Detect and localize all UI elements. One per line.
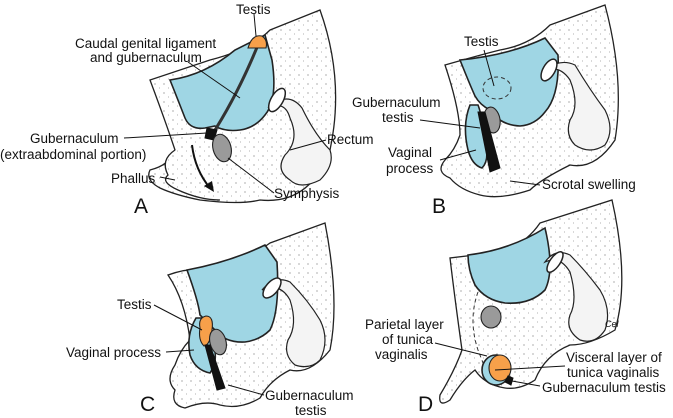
panel-d-artist-signature: Cel (605, 319, 619, 329)
panel-c-leader-gubernaculum (227, 384, 265, 396)
panel-d-rectum (543, 252, 609, 342)
panel-b-leader-scrotal (509, 180, 541, 186)
panel-a-phallus (164, 149, 221, 201)
panel-b-rectum (544, 61, 611, 151)
panel-c-label-gubernaculum-line1: Gubernaculum (265, 388, 354, 403)
panel-d-label-parietal-line2: of tunica (382, 332, 434, 347)
panel-d-rectum-opening (546, 251, 564, 273)
panel-c-symphysis (209, 328, 227, 356)
panel-c-label-vaginal-process: Vaginal process (66, 345, 162, 360)
panel-b-label-vaginal-line1: Vaginal (388, 145, 433, 160)
panel-a-symphysis (212, 133, 232, 163)
panel-d-label-gubernaculum: Gubernaculum testis (542, 380, 666, 395)
panel-d-label-parietal-line1: Parietal layer (365, 317, 444, 332)
panel-a-drawing (123, 9, 337, 204)
panel-b-label-gubernaculum-line1: Gubernaculum (352, 95, 441, 110)
panel-c-label-testis: Testis (117, 297, 152, 312)
panel-a-label-gubernaculum-line2: (extraabdominal portion) (0, 147, 147, 162)
panel-c-leader-vaginal (165, 349, 195, 353)
panel-a-label-caudal-line1: Caudal genital ligament (75, 36, 217, 51)
panel-a-leader-symphysis (227, 157, 275, 194)
panel-b-label-vaginal-line2: process (386, 161, 434, 176)
panel-d-leader-visceral (494, 365, 566, 371)
panel-c-gubernaculum (204, 344, 226, 391)
panel-d-dashed-path (472, 291, 487, 373)
panel-a-arrowhead (204, 181, 214, 192)
panel-c-letter: C (140, 393, 156, 416)
panel-a-label-rectum: Rectum (327, 132, 374, 147)
panel-a-leader-rectum (289, 139, 327, 151)
panel-a-leader-phallus (159, 176, 176, 181)
panel-c-drawing (153, 222, 335, 409)
panel-a-rectum-opening (267, 87, 287, 113)
panel-d-symphysis (480, 305, 502, 329)
panel-a-leader-gubernaculum (123, 132, 208, 139)
panel-b-label-scrotal-swelling: Scrotal swelling (542, 177, 636, 192)
panel-b-leader-vaginal (439, 149, 477, 161)
panel-a-label-gubernaculum-line1: Gubernaculum (30, 131, 119, 146)
panel-d-drawing (434, 199, 623, 404)
panel-d-leader-gubernaculum (511, 380, 541, 387)
panel-d-peritoneal-cavity (467, 226, 551, 305)
panel-b-letter: B (432, 195, 447, 218)
panel-d-label-parietal-line3: vaginalis (375, 347, 428, 362)
panel-c-rectum-opening (262, 277, 282, 299)
panel-a-letter: A (134, 195, 149, 218)
panel-b-gubernaculum (477, 111, 501, 173)
panel-a-label-phallus: Phallus (111, 171, 156, 186)
panel-d-leader-parietal (434, 342, 488, 357)
panel-a-leader-testis (253, 13, 257, 37)
panel-a-gubernaculum-ligament (213, 39, 262, 131)
panel-b-leader-gubernaculum (419, 119, 481, 129)
panel-c-label-gubernaculum-line2: testis (295, 403, 327, 418)
panel-d-label-visceral-line1: Visceral layer of (566, 350, 662, 365)
panel-b-label-gubernaculum-line2: testis (382, 110, 414, 125)
panel-a-label-testis: Testis (236, 2, 271, 17)
panel-d-testis (488, 354, 512, 382)
panel-d-gubernaculum (504, 375, 514, 386)
panel-b-testis-outline (482, 76, 512, 100)
panel-a-peritoneal-cavity (168, 33, 275, 132)
panel-d-letter: D (418, 393, 434, 416)
panel-c-rectum (261, 279, 326, 368)
panel-b-rectum-opening (540, 58, 558, 82)
panel-b-drawing (419, 4, 619, 198)
panel-b-leader-testis (483, 49, 495, 87)
panel-a-label-caudal-line2: and gubernaculum (90, 50, 202, 65)
panel-b-label-testis: Testis (464, 34, 499, 49)
panel-a-testis (247, 35, 268, 49)
panel-a-leader-caudal (187, 61, 241, 99)
panel-d-label-visceral-line2: tunica vaginalis (567, 365, 660, 380)
panel-a-rectum (267, 98, 332, 186)
panel-c-leader-testis (153, 304, 203, 331)
panel-a-label-symphysis: Symphysis (274, 186, 340, 201)
